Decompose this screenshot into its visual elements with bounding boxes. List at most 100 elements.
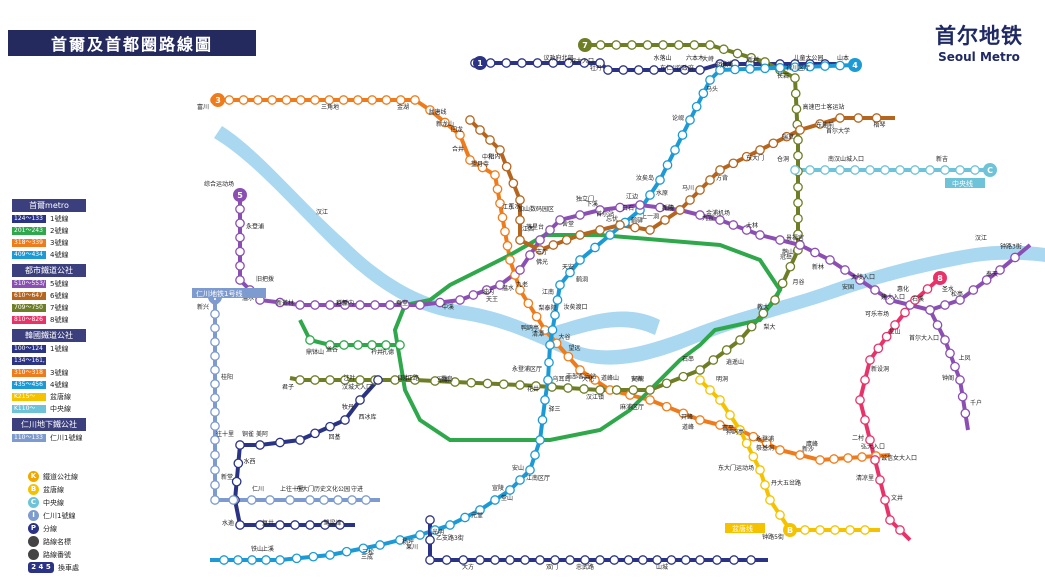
station-marker[interactable] bbox=[340, 415, 350, 425]
station-marker[interactable] bbox=[525, 465, 535, 475]
station-marker[interactable] bbox=[721, 345, 732, 355]
station-marker[interactable] bbox=[775, 445, 785, 455]
station-marker[interactable] bbox=[535, 235, 545, 245]
station-marker[interactable] bbox=[339, 340, 349, 350]
station-marker[interactable] bbox=[224, 95, 235, 105]
station-marker[interactable] bbox=[410, 95, 420, 105]
station-marker[interactable] bbox=[940, 165, 950, 175]
station-marker[interactable] bbox=[785, 261, 796, 272]
station-marker[interactable] bbox=[319, 495, 329, 505]
station-marker[interactable] bbox=[495, 198, 505, 209]
station-marker[interactable] bbox=[623, 555, 634, 565]
station-marker[interactable] bbox=[793, 135, 803, 145]
station-marker[interactable] bbox=[235, 246, 245, 257]
station-marker[interactable] bbox=[645, 225, 655, 235]
station-marker[interactable] bbox=[835, 165, 845, 175]
station-marker[interactable] bbox=[741, 225, 752, 235]
station-marker[interactable] bbox=[950, 361, 960, 372]
station-marker[interactable] bbox=[490, 170, 500, 180]
station-marker[interactable] bbox=[390, 375, 400, 385]
station-marker[interactable] bbox=[825, 255, 835, 265]
station-marker[interactable] bbox=[820, 165, 830, 175]
station-marker[interactable] bbox=[995, 265, 1005, 275]
station-marker[interactable] bbox=[210, 393, 220, 403]
station-marker[interactable] bbox=[515, 285, 525, 295]
station-marker[interactable] bbox=[445, 520, 455, 530]
station-marker[interactable] bbox=[777, 278, 788, 289]
station-marker[interactable] bbox=[840, 265, 850, 275]
station-marker[interactable] bbox=[415, 530, 425, 540]
station-marker[interactable] bbox=[233, 555, 243, 565]
station-marker[interactable] bbox=[955, 295, 965, 305]
station-marker[interactable] bbox=[555, 280, 565, 290]
station-marker[interactable] bbox=[755, 465, 765, 475]
station-marker[interactable] bbox=[857, 452, 867, 462]
station-marker[interactable] bbox=[381, 95, 392, 105]
station-marker[interactable] bbox=[210, 309, 220, 319]
station-marker[interactable] bbox=[605, 230, 615, 240]
station-marker[interactable] bbox=[517, 58, 527, 68]
station-marker[interactable] bbox=[843, 453, 853, 463]
station-marker[interactable] bbox=[482, 378, 493, 389]
station-marker[interactable] bbox=[649, 65, 659, 75]
station-marker[interactable] bbox=[355, 395, 365, 405]
station-marker[interactable] bbox=[477, 162, 488, 173]
station-marker[interactable] bbox=[815, 455, 825, 465]
station-marker[interactable] bbox=[580, 555, 590, 565]
station-marker[interactable] bbox=[680, 555, 691, 565]
station-marker[interactable] bbox=[552, 295, 563, 305]
station-marker[interactable] bbox=[261, 555, 271, 565]
station-marker[interactable] bbox=[955, 375, 965, 385]
station-marker[interactable] bbox=[660, 215, 670, 225]
station-marker[interactable] bbox=[355, 375, 365, 385]
station-marker[interactable] bbox=[468, 290, 479, 300]
station-marker[interactable] bbox=[770, 295, 780, 305]
station-marker[interactable] bbox=[781, 131, 792, 142]
station-marker[interactable] bbox=[603, 65, 613, 75]
station-marker[interactable] bbox=[850, 165, 860, 175]
station-marker[interactable] bbox=[375, 540, 385, 550]
station-marker[interactable] bbox=[715, 215, 725, 225]
station-marker[interactable] bbox=[465, 115, 475, 125]
station-marker[interactable] bbox=[485, 58, 496, 68]
station-marker[interactable] bbox=[664, 65, 675, 75]
station-marker[interactable] bbox=[860, 525, 870, 535]
station-marker[interactable] bbox=[746, 321, 757, 332]
station-marker[interactable] bbox=[325, 340, 335, 350]
station-marker[interactable] bbox=[575, 365, 585, 375]
station-marker[interactable] bbox=[735, 335, 745, 345]
station-marker[interactable] bbox=[537, 415, 548, 425]
station-marker[interactable] bbox=[595, 205, 605, 215]
station-marker[interactable] bbox=[535, 245, 545, 255]
station-marker[interactable] bbox=[790, 88, 801, 99]
station-marker[interactable] bbox=[677, 130, 688, 140]
station-marker[interactable] bbox=[595, 40, 606, 50]
station-marker[interactable] bbox=[210, 407, 220, 417]
station-marker[interactable] bbox=[746, 52, 757, 63]
station-marker[interactable] bbox=[775, 510, 785, 520]
station-marker[interactable] bbox=[290, 520, 300, 530]
station-marker[interactable] bbox=[545, 225, 555, 235]
station-marker[interactable] bbox=[481, 285, 492, 295]
station-marker[interactable] bbox=[460, 512, 470, 523]
station-marker[interactable] bbox=[748, 451, 759, 462]
station-marker[interactable] bbox=[760, 480, 770, 490]
station-marker[interactable] bbox=[820, 61, 830, 71]
station-marker[interactable] bbox=[735, 425, 745, 435]
station-marker[interactable] bbox=[563, 351, 574, 362]
station-marker[interactable] bbox=[385, 300, 395, 310]
station-marker[interactable] bbox=[531, 311, 542, 322]
station-marker[interactable] bbox=[291, 553, 302, 564]
station-marker[interactable] bbox=[860, 375, 870, 385]
station-marker[interactable] bbox=[795, 240, 805, 250]
station-marker[interactable] bbox=[695, 555, 705, 565]
station-marker[interactable] bbox=[881, 331, 892, 342]
station-marker[interactable] bbox=[925, 305, 935, 315]
station-marker[interactable] bbox=[595, 555, 605, 565]
station-marker[interactable] bbox=[618, 65, 629, 75]
station-marker[interactable] bbox=[715, 65, 725, 75]
station-marker[interactable] bbox=[440, 117, 450, 128]
station-marker[interactable] bbox=[210, 379, 220, 389]
station-marker[interactable] bbox=[235, 520, 245, 530]
station-marker[interactable] bbox=[295, 300, 305, 310]
